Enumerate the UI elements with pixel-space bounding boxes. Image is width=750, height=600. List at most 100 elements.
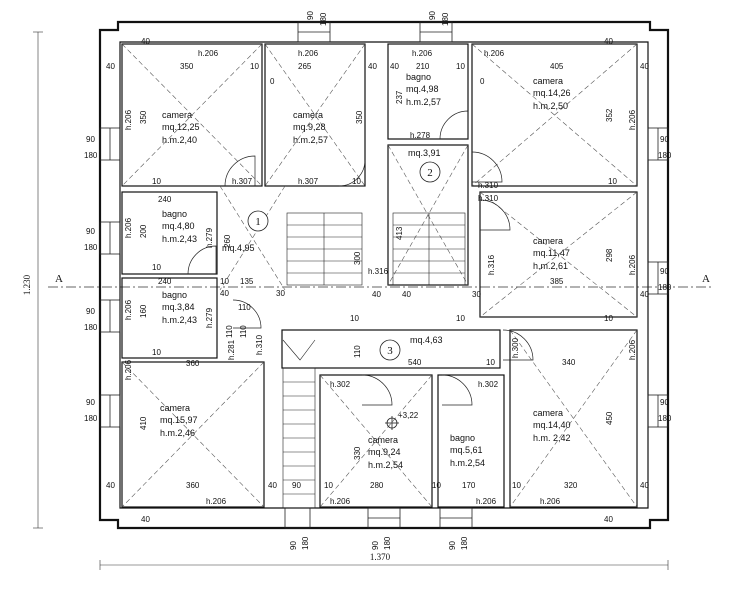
dim: h.310 [478, 194, 499, 203]
room-bagno-s-area: mq.5,61 [450, 445, 483, 455]
dim: 40 [640, 481, 649, 490]
dim: h.206 [198, 49, 219, 58]
dim: 90 [86, 227, 95, 236]
corridor-2-area: mq.3,91 [408, 148, 441, 158]
dim: 90 [292, 481, 301, 490]
corridor-1-area: mq.4,95 [222, 243, 255, 253]
room-camera-se-height: h.m. 2,42 [533, 433, 571, 443]
dim: 40 [640, 290, 649, 299]
dim: h.310 [478, 181, 499, 190]
dim: 298 [605, 248, 614, 262]
section-line: A A [48, 273, 712, 288]
room-camera-nw-name: camera [162, 110, 192, 120]
marker-1 [247, 210, 269, 232]
dim: 90 [660, 267, 669, 276]
dim: 180 [84, 151, 98, 160]
dim: 40 [220, 289, 229, 298]
dim: h.302 [330, 380, 351, 389]
dim: 180 [460, 536, 469, 550]
dim: 180 [301, 536, 310, 550]
dim: h.206 [124, 299, 133, 320]
dim: 180 [441, 12, 450, 26]
dim: 110 [239, 325, 248, 338]
room-camera-nc-height: h.m.2,57 [293, 135, 328, 145]
room-camera-ne-area: mq.14,26 [533, 88, 571, 98]
dim: 40 [640, 62, 649, 71]
room-bagno-n-area: mq.4,98 [406, 84, 439, 94]
room-bagno-w1-area: mq.4,80 [162, 221, 195, 231]
dim: 10 [152, 348, 161, 357]
dim: 110 [225, 325, 234, 338]
dim: 10 [152, 263, 161, 272]
dim: 90 [660, 135, 669, 144]
dim: 180 [84, 414, 98, 423]
dim: 90 [289, 541, 298, 550]
dim: h.302 [478, 380, 499, 389]
dim: 200 [139, 224, 148, 238]
dim: 360 [186, 481, 200, 490]
dim: h.316 [368, 267, 389, 276]
dim: 40 [106, 62, 115, 71]
room-camera-nc-area: mq.9,28 [293, 122, 326, 132]
dim: 320 [564, 481, 578, 490]
room-bagno-n-name: bagno [406, 72, 431, 82]
dim: 0 [270, 77, 275, 86]
dim: h.281 [227, 339, 236, 360]
overall-dimensions: 1.230 1.370 [22, 31, 669, 570]
room-diagonals [121, 43, 638, 508]
dim: 135 [240, 277, 254, 286]
dim: 10 [152, 177, 161, 186]
stairs [282, 212, 466, 509]
dim: 300 [353, 251, 362, 265]
marker-1-label: 1 [255, 216, 261, 228]
dim: 350 [180, 62, 194, 71]
section-label-left: A [55, 273, 63, 285]
dim: h.279 [205, 227, 214, 248]
dim: 180 [658, 151, 672, 160]
dim: h.206 [124, 217, 133, 238]
room-camera-se-area: mq.14,40 [533, 420, 571, 430]
room-labels: camera mq.12,25 h.m.2,40 camera mq.9,28 … [160, 72, 571, 470]
dim: 90 [448, 541, 457, 550]
room-bagno-w1-height: h.m.2,43 [162, 234, 197, 244]
dim: 360 [186, 359, 200, 368]
dim: h.279 [205, 307, 214, 328]
marker-2 [419, 161, 441, 183]
corridor-markers: 1 2 3 [247, 161, 441, 361]
dim: 280 [370, 481, 384, 490]
dim: 90 [660, 398, 669, 407]
dim: 40 [141, 37, 150, 46]
dim: 450 [605, 411, 614, 425]
dim: h.206 [124, 109, 133, 130]
dim: 10 [604, 314, 613, 323]
dim: h.206 [476, 497, 497, 506]
room-camera-sw-area: mq.15,97 [160, 415, 198, 425]
dim: 180 [658, 283, 672, 292]
room-camera-sc-name: camera [368, 435, 398, 445]
dim: 40 [368, 62, 377, 71]
dim: h.300 [511, 337, 520, 358]
dimension-annotations: 90 180 90 180 90 180 90 180 90 180 90 18… [84, 11, 672, 550]
room-camera-sw-height: h.m.2,46 [160, 428, 195, 438]
dim: 10 [324, 481, 333, 490]
dim: 413 [395, 226, 404, 240]
dim: h.206 [628, 254, 637, 275]
room-camera-sc-area: mq.9,24 [368, 447, 401, 457]
dim: 0 [480, 77, 485, 86]
dim: 90 [428, 11, 437, 20]
dim: h.206 [484, 49, 505, 58]
room-bagno-w1-name: bagno [162, 209, 187, 219]
dim: 10 [250, 62, 259, 71]
dim: h.206 [206, 497, 227, 506]
dim: 410 [139, 416, 148, 430]
dim: 10 [350, 314, 359, 323]
dim: 180 [383, 536, 392, 550]
dim: 40 [106, 481, 115, 490]
dim: 90 [371, 541, 380, 550]
dim: 40 [604, 37, 613, 46]
dim: 405 [550, 62, 564, 71]
dim: h.206 [628, 339, 637, 360]
door-swings [187, 110, 534, 406]
dim: 10 [352, 177, 361, 186]
